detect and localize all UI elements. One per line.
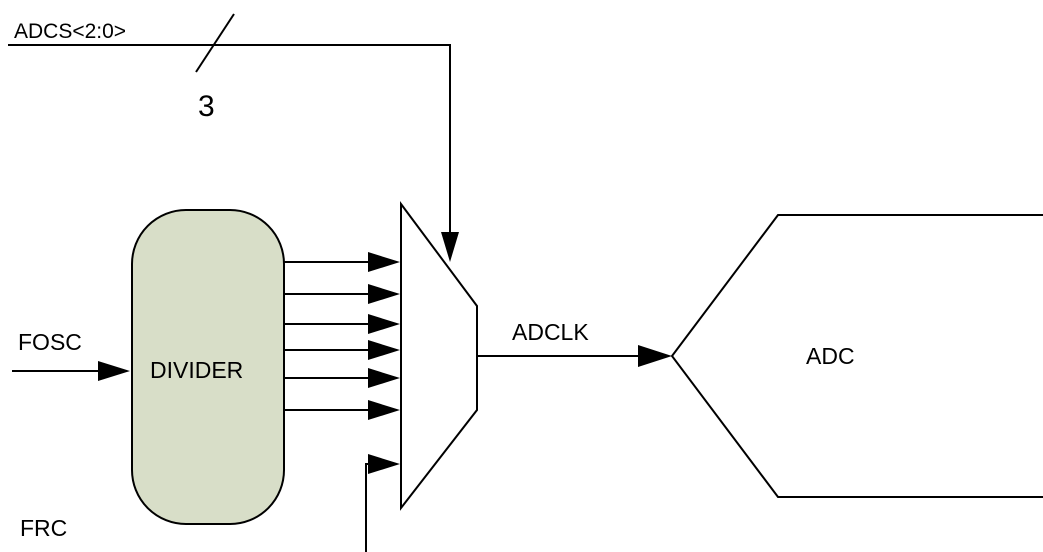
bus-width-slash xyxy=(195,13,235,73)
adclk-label: ADCLK xyxy=(512,319,589,345)
divider-label: DIVIDER xyxy=(150,357,243,383)
adc-block xyxy=(670,214,1043,498)
adcs-label: ADCS<2:0> xyxy=(14,20,126,43)
fosc-arrowhead xyxy=(98,361,130,381)
fosc-label: FOSC xyxy=(18,329,82,355)
frc-input-line xyxy=(365,463,372,552)
frc-label: FRC xyxy=(20,515,67,541)
adc-label: ADC xyxy=(806,343,855,369)
bus-width-label: 3 xyxy=(198,90,215,123)
adcs-bus-line xyxy=(8,44,451,258)
frc-arrowhead xyxy=(368,454,400,474)
multiplexer xyxy=(400,200,478,511)
adcs-select-arrowhead xyxy=(441,232,459,262)
adclk-arrowhead xyxy=(638,345,672,367)
divider-output-lines xyxy=(284,252,400,420)
divider-block xyxy=(131,209,285,525)
